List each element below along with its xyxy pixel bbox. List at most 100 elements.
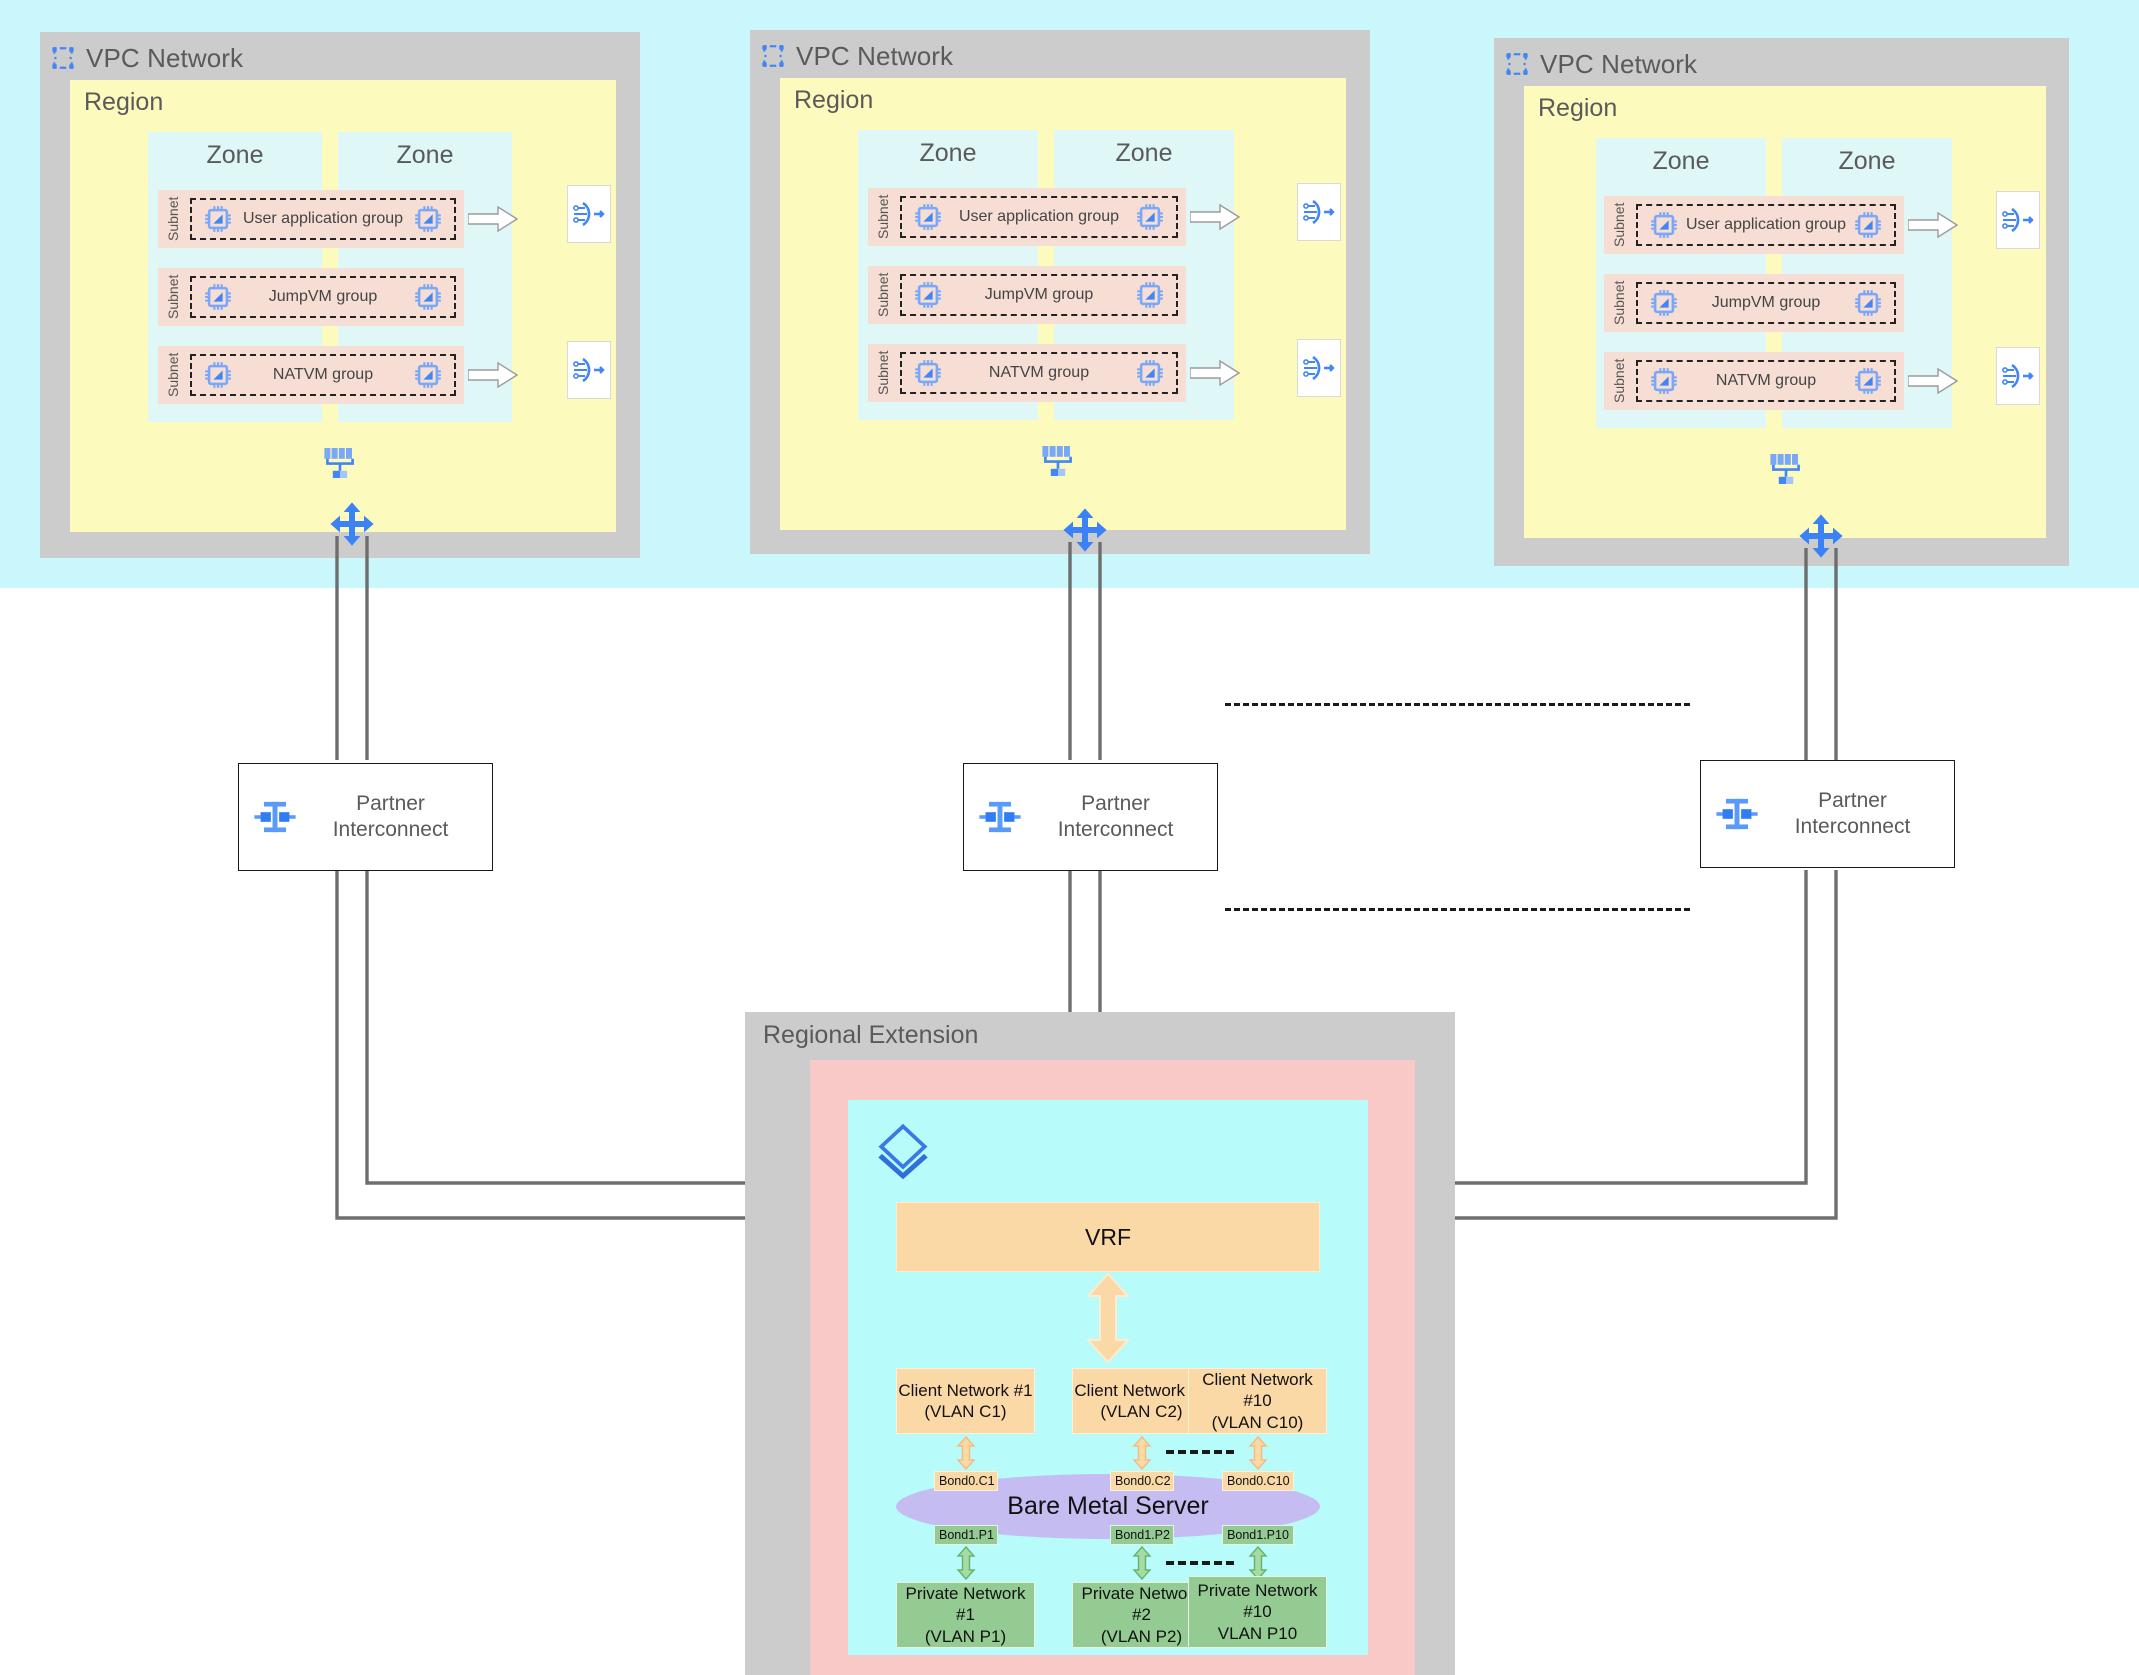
partner-interconnect-1[interactable]: Partner Interconnect	[238, 763, 493, 871]
subnet-label-1-3: Subnet	[165, 352, 181, 398]
group-label-1-1: User application group	[242, 210, 404, 227]
client-network-10[interactable]: Client Network #10 (VLAN C10)	[1188, 1368, 1327, 1434]
instance-group-3-3: NATVM group	[1636, 360, 1896, 402]
flow-arrow-1-3	[467, 361, 519, 394]
vrf-to-bms-arrow	[1084, 1272, 1132, 1364]
interconnect-icon	[978, 795, 1022, 839]
pi-line2: Interconnect	[332, 818, 449, 841]
vm-chip-icon	[414, 283, 442, 311]
private-ellipsis-separator	[1166, 1561, 1234, 1565]
instance-group-2-3: NATVM group	[900, 352, 1178, 394]
flow-arrow-3-1	[1907, 211, 1959, 244]
network-switch-icon	[1764, 454, 1808, 490]
pi-line2: Interconnect	[1794, 815, 1911, 838]
cloud-router-icon-3	[1797, 512, 1845, 560]
bond-label-c1: Bond0.C1	[934, 1471, 998, 1491]
subnet-row-1-1: Subnet	[158, 190, 464, 248]
vpc-title-3: VPC Network	[1540, 49, 1698, 79]
ellipsis-separator-top	[1225, 703, 1690, 706]
regional-extension-pink-layer: VRF Client Network #1 (VLAN C1)	[810, 1060, 1415, 1675]
vm-chip-icon	[414, 205, 442, 233]
region-panel-2: Region Zone Zone Subnet	[780, 78, 1346, 530]
subnet-row-3-3: Subnet	[1604, 352, 1904, 410]
vpc-network-icon	[760, 43, 786, 69]
vrf-box[interactable]: VRF	[896, 1202, 1320, 1272]
vm-chip-icon	[1650, 211, 1678, 239]
instance-group-1-1: User application group	[190, 198, 456, 240]
client-bond-arrow-10	[1248, 1435, 1268, 1471]
zone-label-2b: Zone	[1115, 139, 1173, 167]
cloud-nat-box-3-1	[1996, 191, 2040, 249]
client-network-2-text: Client Network #2 (VLAN C2)	[1074, 1380, 1208, 1423]
subnet-row-1-3: Subnet	[158, 346, 464, 404]
region-panel-3: Region Zone Zone Subnet	[1524, 86, 2046, 538]
partner-interconnect-label-3: Partner Interconnect	[1759, 788, 1954, 839]
vm-chip-icon	[204, 205, 232, 233]
regional-extension-panel: Regional Extension VRF	[745, 1012, 1455, 1675]
partner-interconnect-2[interactable]: Partner Interconnect	[963, 763, 1218, 871]
group-label-3-2: JumpVM group	[1711, 294, 1821, 311]
instance-group-2-1: User application group	[900, 196, 1178, 238]
partner-interconnect-3[interactable]: Partner Interconnect	[1700, 760, 1955, 868]
group-label-3-3: NATVM group	[1715, 372, 1817, 389]
private-network-10[interactable]: Private Network #10 VLAN P10	[1188, 1576, 1327, 1648]
pn10-line3: VLAN P10	[1217, 1623, 1298, 1643]
vm-chip-icon	[204, 361, 232, 389]
vm-chip-icon	[1854, 289, 1882, 317]
subnet-label-2-3: Subnet	[875, 350, 891, 396]
group-label-2-3: NATVM group	[988, 364, 1090, 381]
flow-arrow-2-3	[1189, 359, 1241, 392]
flow-arrow-1-1	[467, 205, 519, 238]
cn2-line1: Client Network #2	[1074, 1380, 1209, 1400]
client-network-10-text: Client Network #10 (VLAN C10)	[1189, 1369, 1326, 1433]
region-label-2: Region	[794, 86, 874, 114]
pi-line1: Partner	[1818, 789, 1887, 813]
private-network-2-text: Private Network #2 (VLAN P2)	[1073, 1583, 1210, 1647]
bare-metal-server-label: Bare Metal Server	[1007, 1492, 1209, 1520]
partner-interconnect-label-2: Partner Interconnect	[1022, 791, 1217, 842]
zone-label-3b: Zone	[1838, 147, 1896, 175]
subnet-label-2-2: Subnet	[875, 272, 891, 318]
vm-chip-icon	[914, 359, 942, 387]
cloud-nat-box-2-1	[1297, 183, 1341, 241]
network-switch-icon	[1036, 446, 1080, 482]
vm-chip-icon	[1136, 203, 1164, 231]
client-network-2[interactable]: Client Network #2 (VLAN C2)	[1072, 1368, 1211, 1434]
client-network-1-text: Client Network #1 (VLAN C1)	[898, 1380, 1032, 1423]
subnet-row-3-2: Subnet	[1604, 274, 1904, 332]
client-bond-arrow-2	[1132, 1435, 1152, 1471]
regional-extension-title: Regional Extension	[763, 1021, 979, 1049]
region-label-1: Region	[84, 88, 164, 116]
group-label-3-1: User application group	[1685, 216, 1847, 233]
pn2-line1: Private Network #2	[1081, 1584, 1202, 1625]
bond-label-p1: Bond1.P1	[934, 1525, 998, 1545]
vm-chip-icon	[1650, 289, 1678, 317]
cn1-line2: (VLAN C1)	[924, 1402, 1007, 1421]
vpc-title-1: VPC Network	[86, 43, 244, 73]
zone-label-1a: Zone	[206, 141, 264, 169]
vpc-network-panel-3: VPC Network Region Zone Zone Subnet	[1494, 38, 2069, 566]
region-label-3: Region	[1538, 94, 1618, 122]
vpc-network-panel-2: VPC Network Region Zone Zone Subnet	[750, 30, 1370, 554]
pi-line1: Partner	[1081, 792, 1150, 816]
client-network-1[interactable]: Client Network #1 (VLAN C1)	[896, 1368, 1035, 1434]
vm-chip-icon	[1650, 367, 1678, 395]
instance-group-3-1: User application group	[1636, 204, 1896, 246]
bond-label-c2: Bond0.C2	[1110, 1471, 1174, 1491]
cloud-nat-box-2-2	[1297, 339, 1341, 397]
private-network-1[interactable]: Private Network #1 (VLAN P1)	[896, 1582, 1035, 1648]
private-network-2[interactable]: Private Network #2 (VLAN P2)	[1072, 1582, 1211, 1648]
zone-label-1b: Zone	[396, 141, 454, 169]
subnet-label-1-1: Subnet	[165, 196, 181, 242]
pi-line2: Interconnect	[1057, 818, 1174, 841]
instance-group-1-2: JumpVM group	[190, 276, 456, 318]
private-bond-arrow-2	[1132, 1545, 1152, 1581]
subnet-label-3-3: Subnet	[1611, 358, 1627, 404]
cn10-line1: Client Network #10	[1202, 1370, 1313, 1411]
client-ellipsis-separator	[1166, 1450, 1234, 1454]
vpc-title-2: VPC Network	[796, 41, 954, 71]
bond-label-p10: Bond1.P10	[1222, 1525, 1294, 1545]
subnet-row-2-1: Subnet	[868, 188, 1186, 246]
vrf-label: VRF	[1085, 1223, 1131, 1250]
cloud-nat-box-1-2	[567, 341, 611, 399]
